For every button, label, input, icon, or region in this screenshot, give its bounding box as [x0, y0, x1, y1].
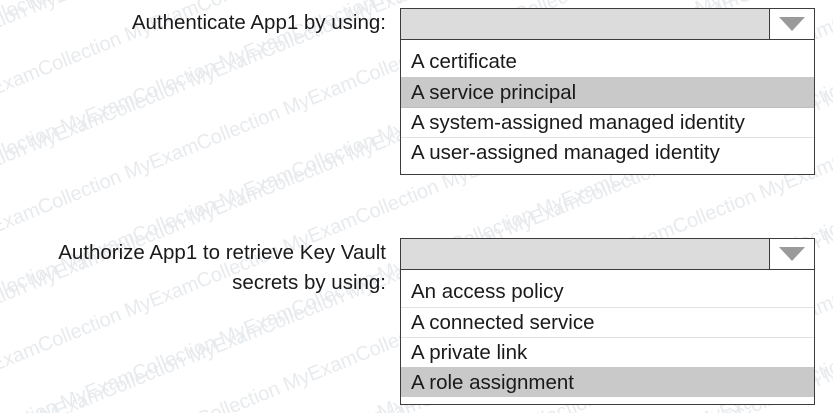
dropdown-selected-value-authenticate[interactable]	[401, 9, 769, 39]
dropdown-authenticate-method[interactable]: A certificate A service principal A syst…	[400, 8, 815, 175]
list-item[interactable]: A user-assigned managed identity	[401, 137, 814, 167]
list-item[interactable]: A system-assigned managed identity	[401, 107, 814, 137]
dropdown-header-authenticate[interactable]	[400, 8, 815, 40]
dropdown-header-authorize[interactable]	[400, 238, 815, 270]
dropdown-toggle-button-authorize[interactable]	[769, 239, 814, 269]
question-label-authenticate: Authenticate App1 by using:	[131, 11, 386, 34]
chevron-down-icon	[779, 247, 805, 261]
question-row-authenticate: Authenticate App1 by using: A certificat…	[0, 8, 833, 175]
list-item[interactable]: A connected service	[401, 307, 814, 337]
question-label-authorize: Authorize App1 to retrieve Key Vault sec…	[58, 241, 386, 294]
dropdown-toggle-button-authenticate[interactable]	[769, 9, 814, 39]
question-row-authorize: Authorize App1 to retrieve Key Vault sec…	[0, 238, 833, 405]
list-item[interactable]: A private link	[401, 337, 814, 367]
list-item[interactable]: A service principal	[401, 77, 814, 107]
list-item[interactable]: A certificate	[401, 47, 814, 77]
list-item[interactable]: A role assignment	[401, 367, 814, 397]
chevron-down-icon	[779, 17, 805, 31]
dropdown-selected-value-authorize[interactable]	[401, 239, 769, 269]
dropdown-list-authenticate[interactable]: A certificate A service principal A syst…	[400, 40, 815, 175]
dropdown-list-authorize[interactable]: An access policy A connected service A p…	[400, 270, 815, 405]
dropdown-authorize-method[interactable]: An access policy A connected service A p…	[400, 238, 815, 405]
list-item[interactable]: An access policy	[401, 277, 814, 307]
